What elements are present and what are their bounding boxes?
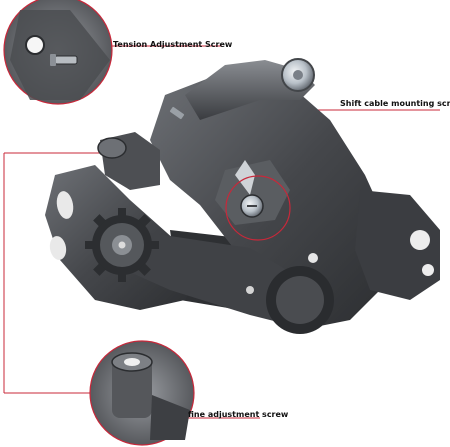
tension-adjustment-label: Tension Adjustment Screw — [113, 40, 233, 49]
cage-hole-upper — [56, 191, 74, 219]
inset-hole — [25, 35, 45, 55]
tension-screw-head — [50, 54, 56, 66]
tension-inset — [3, 0, 113, 105]
fine-screw-hole — [124, 358, 140, 366]
jockey-pulley — [85, 208, 159, 282]
fine-inset — [89, 340, 195, 446]
derailleur-body — [45, 58, 440, 334]
tension-adjust-screw-icon — [169, 106, 185, 120]
shift-callout-ring — [225, 175, 291, 241]
plate-hole-2 — [422, 264, 434, 276]
cage-hole-lower — [49, 236, 67, 260]
shift-cable-label: Shift cable mounting screw — [340, 99, 450, 108]
fine-adjustment-label: fine adjustment screw — [188, 410, 289, 419]
tension-screw-icon — [54, 55, 78, 65]
pivot-hole — [308, 253, 318, 263]
barrel-adjuster-icon — [97, 137, 127, 159]
plate-hole-1 — [410, 230, 430, 250]
